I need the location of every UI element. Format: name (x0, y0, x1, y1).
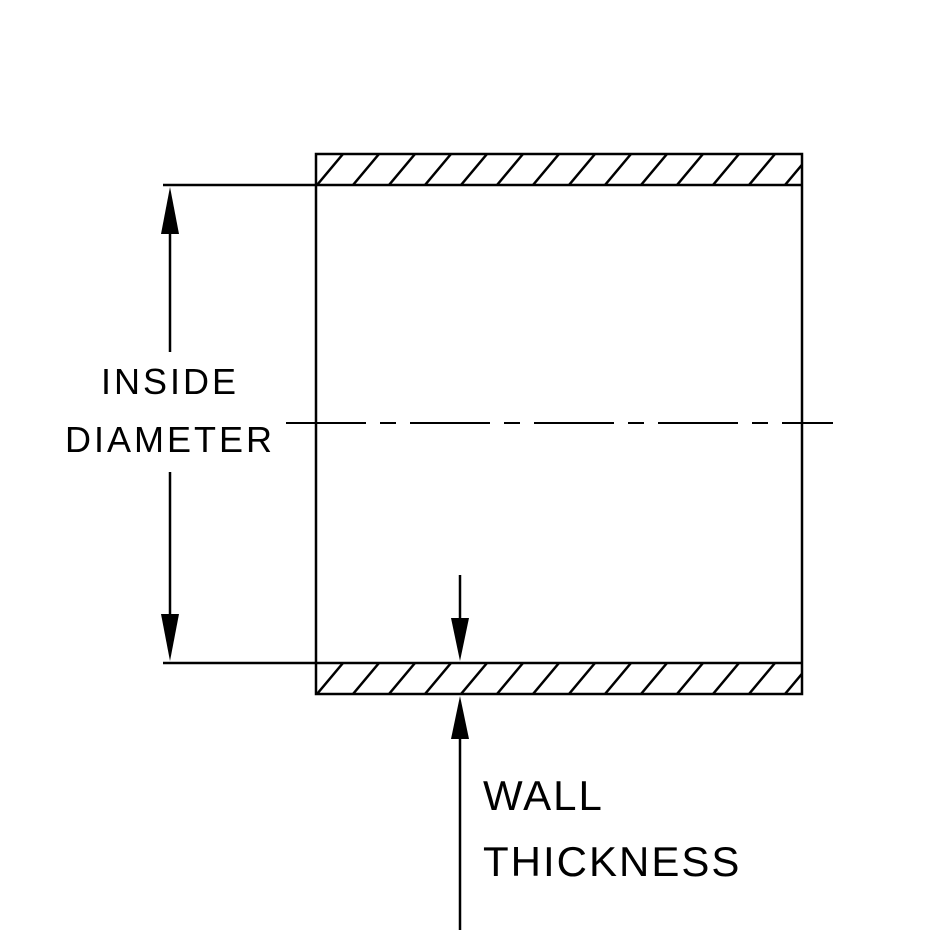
bottom-wall-hatch (316, 663, 802, 694)
tube-bottom-wall (316, 661, 802, 694)
wall-thickness-label-line1: WALL (483, 772, 604, 819)
arrowhead-up-icon (451, 696, 469, 739)
arrowhead-up-icon (161, 187, 179, 234)
arrowhead-down-icon (161, 614, 179, 661)
tube-top-wall (316, 154, 802, 187)
top-wall-hatch (316, 154, 802, 185)
arrowhead-down-icon (451, 618, 469, 661)
inside-diameter-label-line2: DIAMETER (65, 419, 275, 460)
wall-thickness-label-line2: THICKNESS (483, 838, 741, 885)
wall-thickness-dimension: WALL THICKNESS (451, 575, 741, 930)
inside-diameter-dimension: INSIDE DIAMETER (65, 183, 316, 665)
inside-diameter-label-line1: INSIDE (101, 361, 239, 402)
